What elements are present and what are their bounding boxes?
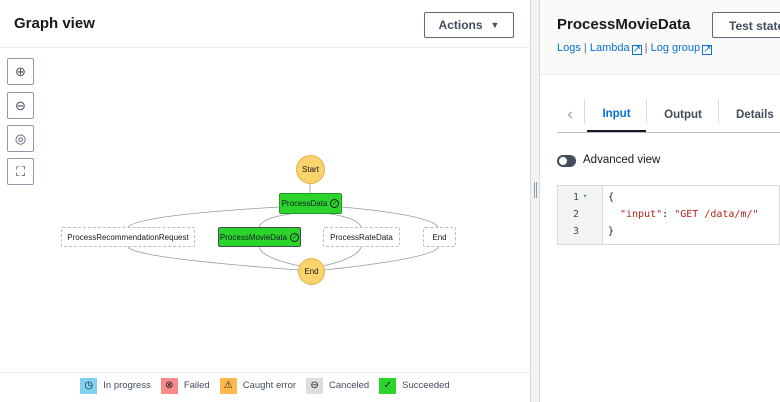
legend-label: Failed [183, 380, 210, 391]
external-link-icon: ↗ [702, 44, 713, 55]
graph-header: Graph view Actions ▼ [0, 0, 530, 48]
node-label: ProcessMovieData [219, 232, 288, 242]
advanced-view-label: Advanced view [583, 154, 661, 166]
input-code-editor[interactable]: 1▾ 2 3 { "input": "GET /data/m/" } [557, 185, 780, 245]
legend-caught-error: ⚠ Caught error [219, 377, 297, 394]
line-number: 3 [573, 226, 580, 237]
legend-in-progress: ◷ In progress [80, 377, 151, 394]
warning-icon: ⚠ [219, 377, 237, 394]
fit-button[interactable]: ⛶ [7, 158, 34, 185]
external-link-icon: ↗ [631, 44, 642, 55]
links: Logs | Lambda↗ | Log group↗ [557, 42, 713, 55]
process-movie-data-node[interactable]: ProcessMovieData✓ [218, 227, 301, 247]
advanced-view-toggle[interactable] [557, 155, 576, 167]
graph-title: Graph view [14, 15, 95, 32]
zoom-out-button[interactable]: ⊖ [7, 92, 34, 119]
edge [258, 213, 291, 228]
json-colon: : [662, 209, 675, 220]
check-circle-icon: ✓ [379, 377, 397, 394]
caret-down-icon: ▼ [490, 20, 500, 30]
graph-edges [127, 184, 439, 271]
tabs: ‹ Input Output Details [557, 97, 780, 133]
tabs-scroll-left-button[interactable]: ‹ [557, 97, 583, 132]
start-node[interactable]: Start [296, 155, 325, 184]
code-line: { [608, 192, 615, 203]
line-number: 1 [573, 192, 580, 203]
actions-label: Actions [438, 18, 483, 32]
node-label: ProcessData [281, 199, 328, 208]
edge [341, 206, 439, 228]
edge [322, 246, 362, 267]
check-icon: ✓ [290, 232, 300, 242]
check-icon: ✓ [330, 199, 340, 208]
graph-panel: Graph view Actions ▼ ⊕ ⊖ ◎ ⛶ Start Proces… [0, 0, 530, 398]
line-gutter: 1▾ 2 3 [558, 186, 603, 244]
fit-icon: ⛶ [15, 163, 26, 179]
test-state-button[interactable]: Test state [712, 12, 780, 38]
legend: ◷ In progress ⊗ Failed ⚠ Caught error ⊖ Canc… [0, 372, 530, 398]
details-panel: ProcessMovieData Test state Logs | Lambd… [540, 0, 780, 402]
lambda-link[interactable]: Lambda [589, 42, 630, 54]
minus-circle-icon: ⊖ [306, 377, 324, 394]
clock-icon: ◷ [80, 377, 98, 394]
panel-resize-handle[interactable] [530, 0, 540, 402]
legend-failed: ⊗ Failed [160, 377, 210, 394]
fold-icon[interactable]: ▾ [583, 192, 588, 200]
log-group-link[interactable]: Log group [650, 42, 701, 54]
legend-label: Canceled [329, 380, 370, 391]
actions-button[interactable]: Actions ▼ [424, 12, 514, 38]
x-circle-icon: ⊗ [160, 377, 178, 394]
json-key: "input" [620, 209, 663, 220]
process-recommendation-node[interactable]: ProcessRecommendationRequest [61, 227, 195, 247]
line-number: 2 [573, 209, 580, 220]
tab-details[interactable]: Details [736, 108, 774, 121]
edge [258, 246, 301, 267]
code-line: "input": "GET /data/m/" [620, 209, 759, 220]
edge [323, 246, 439, 271]
end-branch-node[interactable]: End [423, 227, 456, 247]
legend-label: Succeeded [402, 380, 450, 391]
center-icon: ◎ [14, 130, 27, 146]
code-line: } [608, 226, 615, 237]
zoom-in-button[interactable]: ⊕ [7, 58, 34, 85]
edge [127, 246, 300, 271]
center-button[interactable]: ◎ [7, 125, 34, 152]
details-header: ProcessMovieData Test state Logs | Lambd… [540, 0, 780, 75]
tab-output[interactable]: Output [664, 108, 702, 121]
drag-handle-icon [534, 182, 537, 198]
legend-label: Caught error [242, 380, 297, 391]
zoom-out-icon: ⊖ [15, 97, 26, 113]
legend-succeeded: ✓ Succeeded [379, 377, 450, 394]
legend-label: In progress [103, 380, 151, 391]
tab-input[interactable]: Input [587, 97, 646, 132]
edge [127, 206, 281, 228]
json-value: "GET /data/m/" [674, 209, 759, 220]
process-data-node[interactable]: ProcessData✓ [279, 193, 342, 214]
state-title: ProcessMovieData [557, 16, 691, 33]
edge [329, 213, 362, 228]
process-rate-data-node[interactable]: ProcessRateData [323, 227, 400, 247]
zoom-in-icon: ⊕ [15, 63, 26, 79]
chevron-left-icon: ‹ [567, 105, 573, 123]
end-node[interactable]: End [298, 258, 325, 285]
legend-canceled: ⊖ Canceled [306, 377, 370, 394]
logs-link[interactable]: Logs [557, 42, 581, 54]
